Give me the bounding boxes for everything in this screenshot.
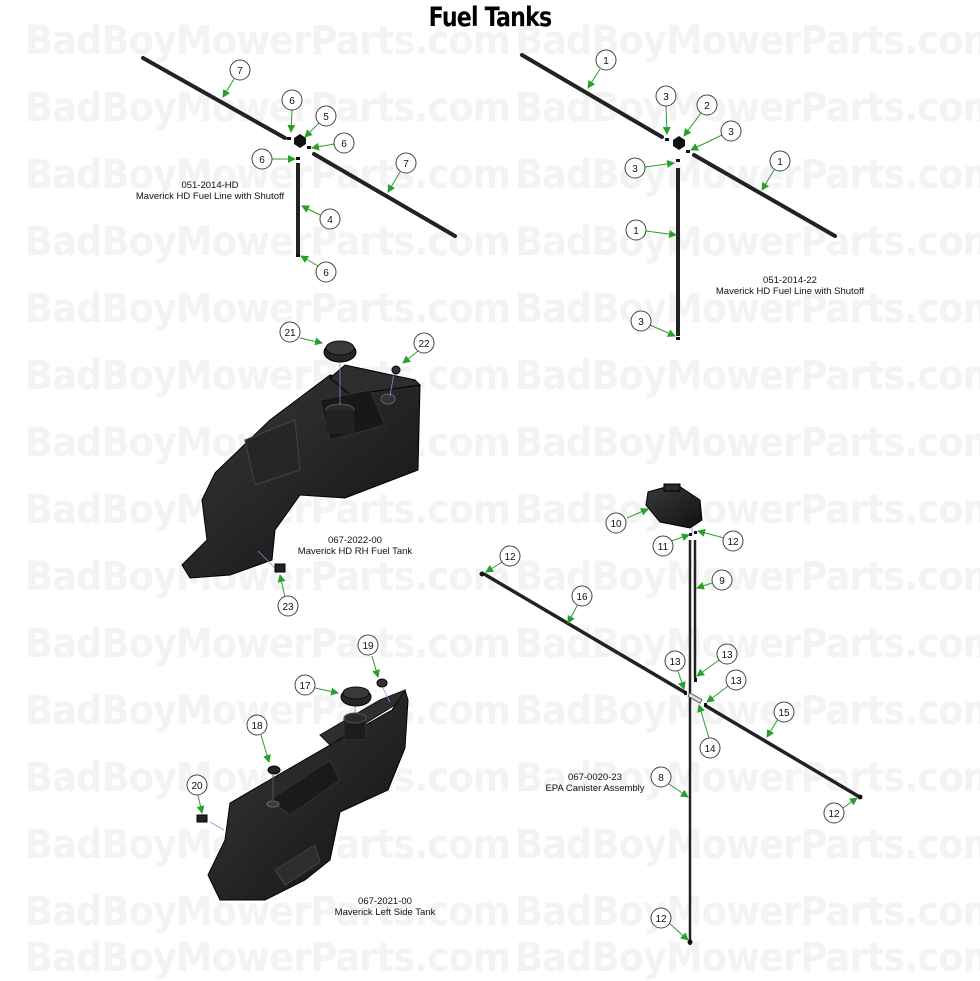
svg-text:23: 23 [282, 602, 294, 613]
callouts-rh-tank: 21 22 23 [277, 321, 435, 617]
svg-text:8: 8 [658, 773, 664, 784]
svg-text:6: 6 [341, 139, 347, 150]
part-number: 051-2014-22 [763, 275, 817, 286]
left-tank-assembly [196, 678, 409, 901]
part-number: 067-0020-23 [568, 772, 622, 783]
svg-text:19: 19 [362, 641, 374, 652]
svg-text:1: 1 [633, 226, 639, 237]
svg-text:1: 1 [603, 56, 609, 67]
svg-text:3: 3 [663, 92, 669, 103]
part-name: Maverick Left Side Tank [334, 907, 436, 918]
svg-text:6: 6 [259, 155, 265, 166]
part-number: 067-2022-00 [328, 535, 382, 546]
part-name: Maverick HD Fuel Line with Shutoff [715, 286, 865, 297]
assembly-label-epa-canister: 067-0020-23 EPA Canister Assembly [540, 772, 650, 794]
svg-text:3: 3 [638, 317, 644, 328]
svg-text:11: 11 [658, 542, 669, 553]
assembly-label-left-tank: 067-2021-00 Maverick Left Side Tank [320, 896, 450, 918]
svg-text:5: 5 [323, 112, 329, 123]
callouts-epa-canister: 10 11 12 9 12 16 13 13 13 14 15 8 12 12 [485, 508, 858, 941]
assembly-label-fuel-line-22: 051-2014-22 Maverick HD Fuel Line with S… [700, 275, 880, 297]
svg-text:12: 12 [828, 809, 840, 820]
svg-text:12: 12 [655, 914, 667, 925]
svg-text:1: 1 [777, 157, 783, 168]
callouts-22: 1 3 2 3 3 1 1 3 [587, 49, 791, 337]
svg-text:6: 6 [323, 268, 329, 279]
svg-text:10: 10 [610, 519, 622, 530]
part-name: EPA Canister Assembly [545, 783, 645, 794]
svg-text:22: 22 [418, 339, 430, 350]
epa-canister-assembly [479, 483, 863, 945]
svg-text:20: 20 [191, 781, 203, 792]
svg-text:4: 4 [327, 215, 333, 226]
svg-text:2: 2 [704, 101, 710, 112]
svg-text:18: 18 [251, 721, 263, 732]
part-number: 051-2014-HD [181, 180, 239, 191]
svg-text:13: 13 [721, 650, 733, 661]
callouts-left-tank: 17 18 19 20 [186, 634, 380, 814]
svg-text:9: 9 [719, 576, 725, 587]
rh-fuel-tank-assembly [181, 340, 422, 579]
assembly-label-hd-fuel-line: 051-2014-HD Maverick HD Fuel Line with S… [120, 180, 300, 202]
svg-text:14: 14 [704, 744, 716, 755]
svg-text:15: 15 [778, 708, 790, 719]
part-number: 067-2021-00 [358, 896, 412, 907]
svg-text:13: 13 [730, 676, 742, 687]
page-title: Fuel Tanks [428, 2, 553, 33]
svg-text:7: 7 [403, 159, 409, 170]
fuel-line-22-assembly [520, 53, 837, 340]
svg-text:16: 16 [576, 592, 588, 603]
svg-text:21: 21 [284, 328, 296, 339]
svg-text:12: 12 [504, 552, 516, 563]
fuel-line-hd-assembly [141, 56, 457, 257]
svg-text:13: 13 [669, 657, 681, 668]
svg-text:12: 12 [727, 537, 739, 548]
svg-text:3: 3 [632, 164, 638, 175]
part-name: Maverick HD RH Fuel Tank [297, 546, 413, 557]
assembly-label-rh-tank: 067-2022-00 Maverick HD RH Fuel Tank [290, 535, 420, 557]
svg-text:17: 17 [299, 681, 311, 692]
svg-text:3: 3 [728, 127, 734, 138]
callouts-hd: 7 6 5 6 6 7 4 6 [222, 59, 417, 283]
svg-text:7: 7 [237, 66, 243, 77]
svg-text:6: 6 [289, 96, 295, 107]
part-name: Maverick HD Fuel Line with Shutoff [135, 191, 285, 202]
